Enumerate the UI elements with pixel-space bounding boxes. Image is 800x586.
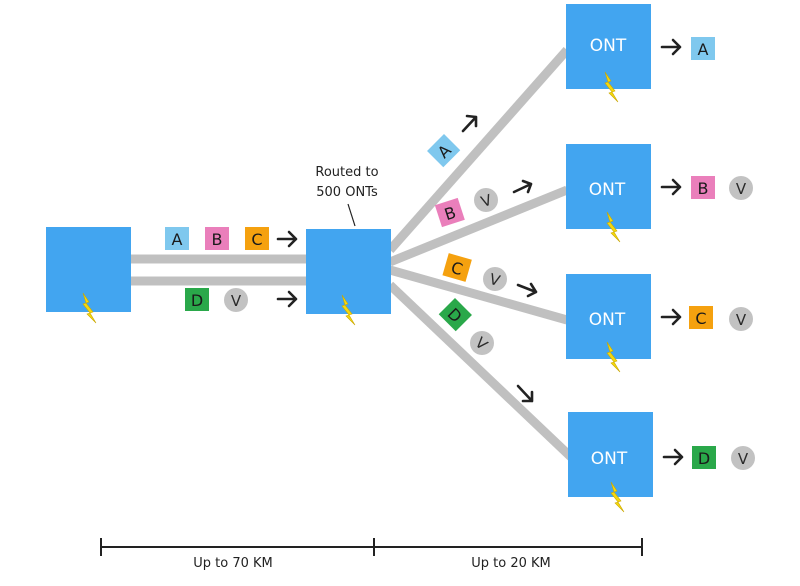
fiber-links: [131, 47, 576, 462]
ont-3: ONT C V: [566, 274, 753, 373]
signal-d-box: [185, 288, 209, 311]
splitter-note-line-2: 500 ONTs: [316, 185, 378, 200]
video-circle-icon: [731, 446, 755, 470]
signal-b-box: [434, 197, 465, 228]
olt-node: [46, 227, 131, 324]
video-circle-icon: [729, 176, 753, 200]
arrow-right-icon: [276, 290, 298, 308]
ont-2: ONT B V: [566, 144, 753, 243]
signal-b-label: B: [212, 230, 223, 249]
signal-a-box: [427, 134, 461, 168]
arrow-right-icon: [662, 448, 684, 466]
ont-label: ONT: [591, 449, 628, 469]
signal-c-box: [689, 306, 713, 329]
signal-d-box: [692, 446, 716, 469]
drop-fiber-2: [388, 185, 569, 267]
ont-label: ONT: [589, 180, 626, 200]
drop-signals: A B V C V D V: [427, 114, 538, 403]
arrow-right-icon: [461, 114, 478, 133]
ont-label: ONT: [590, 36, 627, 56]
feeder-signals-top: A B C: [165, 227, 298, 250]
signal-a-label: A: [172, 230, 183, 249]
arrow-right-icon: [660, 38, 682, 56]
arrow-right-icon: [516, 282, 538, 298]
ont-label: ONT: [589, 310, 626, 330]
signal-a-box: [691, 37, 715, 60]
signal-b-box: [205, 227, 229, 250]
scale-label-feeder: Up to 70 KM: [193, 556, 273, 571]
drop-fiber-1: [386, 47, 571, 253]
ont-4-output-v: V: [738, 450, 749, 468]
arrow-right-icon: [512, 179, 533, 194]
ont-3-output-c: C: [695, 309, 706, 328]
splitter-note-line-1: Routed to: [315, 165, 378, 180]
ont-1: ONT A: [566, 4, 715, 103]
ont-1-output-a: A: [698, 40, 709, 59]
arrow-right-icon: [516, 384, 534, 403]
video-circle-icon: [729, 307, 753, 331]
signal-c-label: C: [449, 258, 465, 279]
ont-3-output-v: V: [736, 311, 747, 329]
arrow-right-icon: [660, 308, 682, 326]
splitter-note: Routed to 500 ONTs: [315, 165, 379, 227]
scale-label-distribution: Up to 20 KM: [471, 556, 551, 571]
ont-2-output-v: V: [736, 180, 747, 198]
ont-4-output-d: D: [698, 449, 710, 468]
splitter-node: [306, 229, 391, 326]
signal-d-label: D: [191, 291, 203, 310]
drop-fiber-3: [388, 265, 569, 325]
signal-a-box: [165, 227, 189, 250]
video-circle-icon: [483, 267, 507, 291]
video-circle-icon: [470, 331, 494, 355]
signal-c-label: C: [251, 230, 262, 249]
signal-d-box: [438, 298, 472, 332]
arrow-right-icon: [276, 230, 298, 248]
signal-c-box: [245, 227, 269, 250]
note-pointer: [347, 203, 356, 227]
video-circle-icon: [224, 288, 248, 312]
ont-4: ONT D V: [568, 412, 755, 513]
feeder-signals-bottom: D V: [185, 288, 298, 312]
arrow-right-icon: [660, 178, 682, 196]
video-circle-icon: [474, 188, 498, 212]
signal-c-box: [442, 253, 472, 282]
ont-2-output-b: B: [698, 179, 709, 198]
signal-b-box: [691, 176, 715, 199]
distance-scale: Up to 70 KM Up to 20 KM: [100, 538, 643, 571]
drop-fiber-4: [386, 281, 576, 462]
signal-v-label: V: [231, 292, 242, 310]
